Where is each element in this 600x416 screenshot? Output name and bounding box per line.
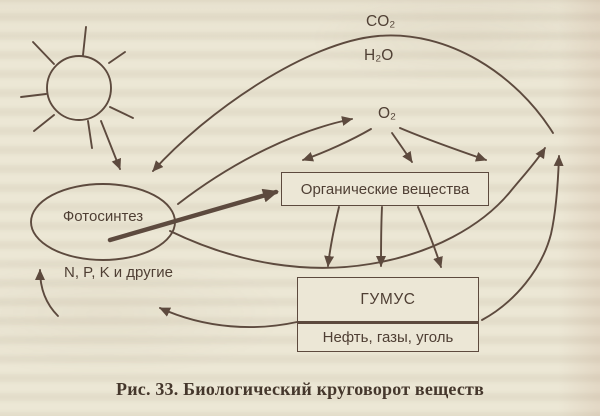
figure-caption: Рис. 33. Биологический круговорот вещест…	[116, 379, 484, 399]
sun-disc	[46, 55, 112, 121]
arrow-organic-to-humus-2	[376, 206, 387, 267]
arrow-photosynthesis-to-o2	[177, 116, 353, 205]
arrow-fossil-to-atmosphere	[481, 155, 564, 321]
arrow-respiration-to-atmosphere	[169, 147, 546, 269]
humus-label: ГУМУС	[360, 290, 416, 308]
arrow-organic-to-humus-1	[324, 206, 340, 267]
organic-substances-box: Органические вещества	[281, 172, 489, 206]
o2-label: O₂	[378, 105, 397, 122]
arrow-organic-to-humus-3	[417, 206, 443, 268]
arrow-o2-to-photosynthesis	[302, 128, 372, 162]
humus-box: ГУМУС Нефть, газы, уголь	[297, 277, 479, 352]
npk-label: N, P, K и другие	[64, 264, 173, 281]
sun-icon	[20, 26, 134, 149]
arrow-humus-to-npk	[159, 307, 298, 328]
organic-substances-label: Органические вещества	[300, 180, 470, 198]
arrow-npk-to-photosynthesis	[35, 269, 59, 317]
h2o-label: H₂O	[364, 47, 394, 64]
humus-divider	[298, 321, 478, 324]
arrow-o2-to-organic-substances-right	[399, 127, 487, 162]
arrow-atmosphere-to-photosynthesis	[152, 34, 554, 172]
fossil-fuels-label: Нефть, газы, уголь	[322, 329, 454, 346]
co2-label: CO₂	[366, 13, 396, 30]
arrow-photosynthesis-to-organic-thick	[107, 188, 279, 243]
photosynthesis-label: Фотосинтез	[62, 208, 144, 225]
arrow-o2-to-organic-substances	[391, 132, 413, 163]
arrow-sun-to-photosynthesis	[100, 120, 121, 170]
